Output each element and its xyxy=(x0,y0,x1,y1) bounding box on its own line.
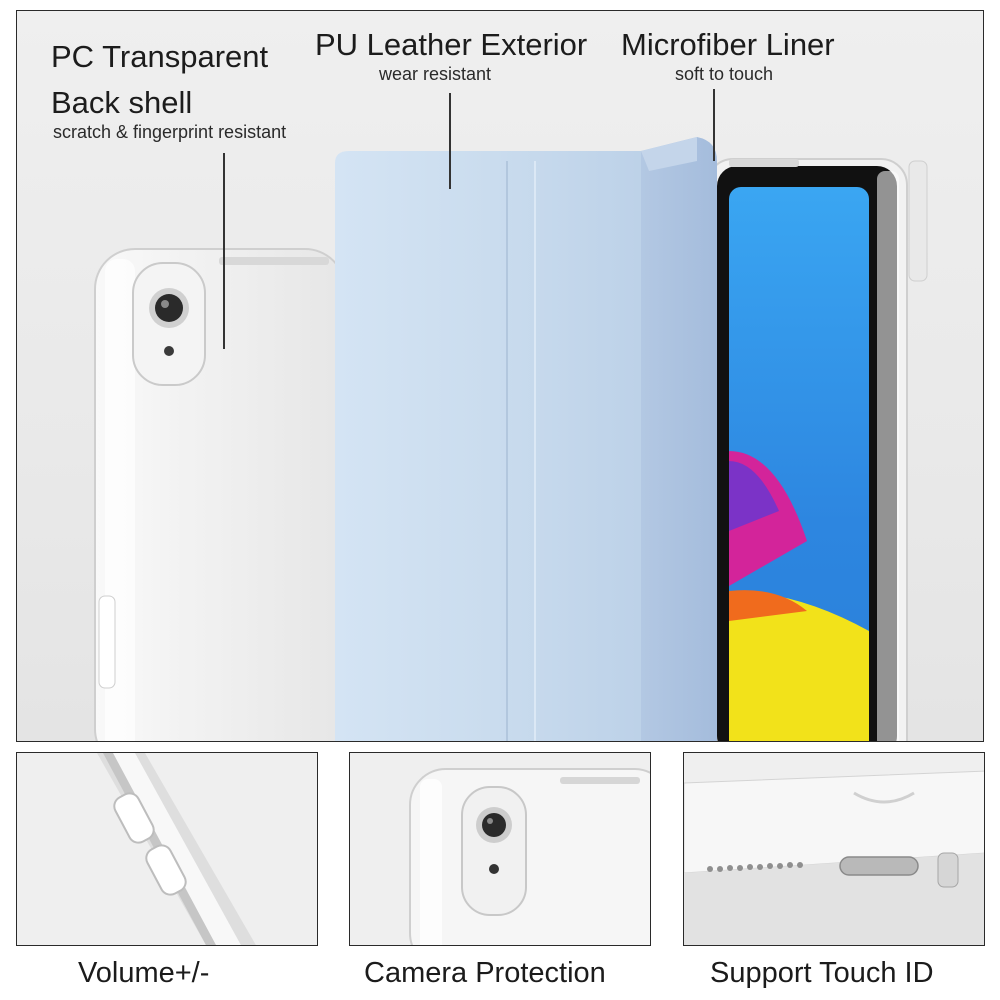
tablet-screen xyxy=(706,158,928,741)
camera-caption: Camera Protection xyxy=(364,957,606,989)
volume-caption: Volume+/- xyxy=(78,957,210,989)
microfiber-flap xyxy=(641,137,717,741)
exterior-subtitle: wear resistant xyxy=(379,64,492,84)
back-shell-title-line2: Back shell xyxy=(51,85,193,120)
exterior-title: PU Leather Exterior xyxy=(315,27,588,62)
touch-id-port-icon xyxy=(684,753,984,945)
volume-thumbnail xyxy=(16,752,318,946)
camera-bump xyxy=(132,262,206,386)
liner-title: Microfiber Liner xyxy=(621,27,835,62)
volume-buttons-icon xyxy=(17,753,317,945)
leather-cover xyxy=(335,151,649,741)
product-hero-panel: PC Transparent Back shell scratch & fing… xyxy=(16,10,984,742)
touch-id-thumbnail xyxy=(683,752,985,946)
liner-pointer-line xyxy=(713,89,715,161)
touch-id-caption: Support Touch ID xyxy=(710,957,934,989)
exterior-pointer-line xyxy=(449,93,451,189)
back-shell-pointer-line xyxy=(223,153,225,349)
back-shell-title-line1: PC Transparent xyxy=(51,39,269,74)
camera-cutout-icon xyxy=(350,753,650,945)
back-shell-subtitle: scratch & fingerprint resistant xyxy=(53,122,287,142)
camera-thumbnail xyxy=(349,752,651,946)
liner-subtitle: soft to touch xyxy=(675,64,774,84)
case-illustration xyxy=(94,137,928,741)
